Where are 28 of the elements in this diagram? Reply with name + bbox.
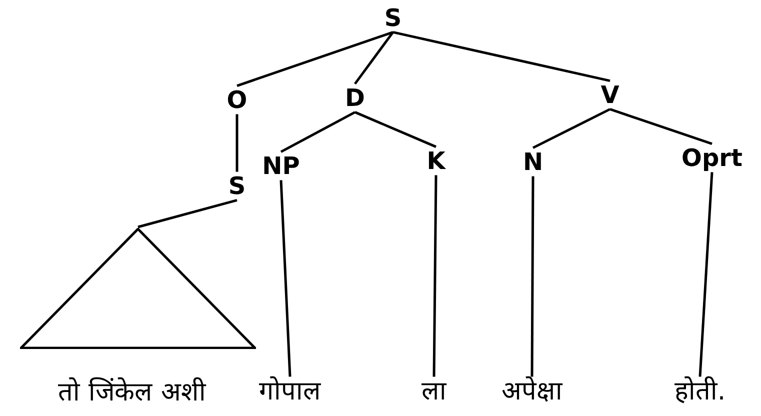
category-label: Oprt [680, 144, 744, 172]
tree-branch-line [138, 198, 238, 228]
tree-branch-line [354, 31, 394, 85]
tree-branch-line [354, 111, 436, 148]
category-label: NP [260, 152, 302, 180]
tree-branch-line [236, 114, 238, 172]
category-label: O [224, 86, 250, 114]
tree-branch-line [698, 172, 714, 377]
tree-branch-line [532, 108, 611, 149]
category-label: N [520, 148, 546, 176]
word-text: अपेक्षा [500, 378, 564, 406]
word-text: गोपाल [257, 378, 323, 406]
word-text: होती. [672, 378, 728, 406]
phrase-text: तो जिंकेल अशी [58, 378, 206, 408]
tree-branch-line [610, 108, 712, 145]
word-text: ला [420, 378, 448, 406]
category-label: D [343, 84, 367, 112]
triangle-shape [20, 228, 256, 349]
category-label: S [226, 172, 248, 200]
tree-branch-line [280, 180, 292, 377]
category-label: K [424, 148, 448, 174]
tree-branch-line [280, 111, 356, 153]
category-label: V [598, 82, 622, 108]
category-label: S [382, 4, 404, 32]
tree-branch-line [392, 30, 610, 82]
tree-branch-line [432, 175, 438, 377]
tree-branch-line [236, 31, 394, 87]
tree-branch-line [530, 176, 534, 377]
